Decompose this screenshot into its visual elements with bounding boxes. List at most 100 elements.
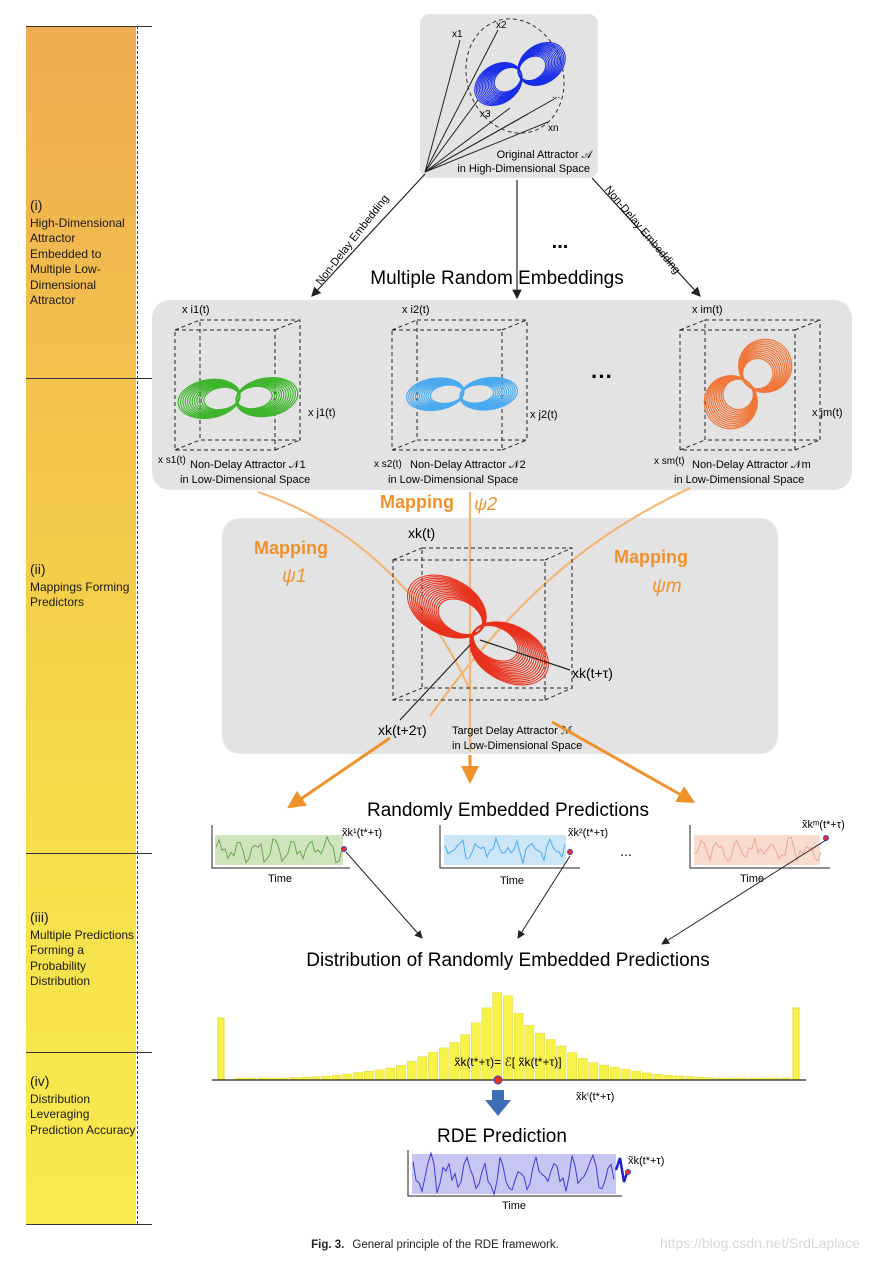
histogram-bar <box>663 1075 674 1081</box>
embedding-middle-dots: ... <box>552 231 569 253</box>
rde-heading: RDE Prediction <box>437 1126 567 1147</box>
attractor-axis-y: x sm(t) <box>654 456 685 467</box>
mapping-m-symbol: ψm <box>652 576 682 597</box>
target-caption-1: Target Delay Attractor ℳ <box>452 725 573 737</box>
original-attractor-panel: x1 x2 x3 ... xn Original Attractor 𝒜 in … <box>420 14 598 178</box>
stage-divider <box>26 1224 152 1225</box>
target-axes <box>399 639 571 721</box>
axis-label-xn: xn <box>548 123 559 134</box>
attractor-caption-2: in Low-Dimensional Space <box>674 474 804 486</box>
distribution-formula: x̃k(t*+τ)= ℰ[ x̃k(t*+τ)] <box>454 1055 561 1069</box>
stage-text: Multiple Predictions Forming a Probabili… <box>30 927 135 989</box>
attractor-caption-2: in Low-Dimensional Space <box>388 474 518 486</box>
prediction-label: x̃k¹(t*+τ) <box>342 827 382 839</box>
attractor-axis-x: x j1(t) <box>308 407 336 419</box>
attractor-loop <box>407 574 487 639</box>
prediction-time-label: Time <box>500 875 524 887</box>
watermark: https://blog.csdn.net/SrdLaplace <box>659 1235 860 1251</box>
attractor-loop <box>703 375 758 430</box>
histogram-bar <box>631 1070 642 1081</box>
target-attractor-trace <box>407 574 549 686</box>
target-caption-2: in Low-Dimensional Space <box>452 740 582 752</box>
prediction-point <box>823 835 829 841</box>
stage-label-i: (i) High-Dimensional Attractor Embedded … <box>30 197 136 309</box>
attractor-axis-z: x im(t) <box>692 304 723 316</box>
mapping-1-word: Mapping <box>254 538 328 558</box>
attractor-caption-2: in Low-Dimensional Space <box>180 474 310 486</box>
histogram-bar <box>642 1072 652 1081</box>
attractor-trace <box>406 376 518 412</box>
attractor-loop <box>517 42 566 86</box>
prediction-point <box>341 846 347 852</box>
histogram-bar <box>385 1067 396 1081</box>
attractor-axis-z: x i1(t) <box>182 304 210 316</box>
histogram-bar <box>470 1022 481 1081</box>
attractors-dots: ··· <box>591 364 613 389</box>
attractor-caption-1: Non-Delay Attractor 𝒩2 <box>410 459 526 471</box>
distribution-x-label: x̃kⁱ(t*+τ) <box>576 1091 614 1103</box>
mapping-2-word: Mapping <box>380 492 454 512</box>
stage-number: (iv) <box>30 1073 50 1089</box>
histogram-bar <box>577 1058 588 1081</box>
prediction-label: x̃kᵐ(t*+τ) <box>802 819 845 831</box>
attractor-axis-y: x s1(t) <box>158 455 186 466</box>
mapping-m-word: Mapping <box>614 547 688 567</box>
original-caption-1: Original Attractor 𝒜 <box>497 149 594 161</box>
prediction-series <box>444 836 566 864</box>
prediction-series <box>215 835 343 864</box>
attractor-loop <box>177 378 241 420</box>
stage-divider <box>26 378 152 379</box>
histogram-bar <box>342 1073 353 1081</box>
attractor-m: x im(t) x jm(t) x sm(t) Non-Delay Attrac… <box>654 304 843 486</box>
distribution-histogram <box>217 992 800 1081</box>
histogram-edge-bar <box>792 1007 800 1081</box>
stage-text: Mappings Forming Predictors <box>30 579 130 610</box>
original-axes <box>424 29 557 173</box>
histogram-bar <box>481 1007 492 1081</box>
stage-dashed-axis <box>137 26 138 1224</box>
rde-prediction-panel: x̃k(t*+τ) Time <box>407 1150 665 1212</box>
prediction-panel-m: x̃kᵐ(t*+τ) Time <box>689 819 845 885</box>
prediction-axes <box>689 825 830 869</box>
stage-number: (iii) <box>30 909 49 925</box>
prediction-panel-1: x̃k¹(t*+τ) Time <box>211 825 382 885</box>
predictions-dots: ... <box>620 843 632 859</box>
mapping-2-symbol: ψ2 <box>474 494 497 514</box>
attractor-caption-1: Non-Delay Attractor 𝒩m <box>692 459 811 471</box>
stage-divider <box>26 1052 152 1053</box>
prediction-time-label: Time <box>268 873 292 885</box>
rde-label: x̃k(t*+τ) <box>628 1155 665 1167</box>
stage-divider <box>26 26 152 27</box>
axis-label-x3: x3 <box>480 109 491 120</box>
attractor-loop <box>474 62 523 106</box>
rde-axes <box>407 1150 622 1197</box>
stage-label-iv: (iv) Distribution Leveraging Prediction … <box>30 1073 136 1138</box>
histogram-bar <box>331 1074 342 1081</box>
stage-sidebar <box>26 26 136 1224</box>
embedding-right-label: Non-Delay Embedding <box>602 184 682 276</box>
histogram-bar <box>353 1072 364 1081</box>
attractor-cube <box>679 319 821 451</box>
mapping-curve-1 <box>257 490 472 691</box>
axis-label-x2: x2 <box>496 20 507 31</box>
prediction-axes <box>211 825 350 869</box>
multiple-embeddings-heading: Multiple Random Embeddings <box>370 268 623 289</box>
axis-label-dots: ... <box>552 90 560 101</box>
histogram-bar <box>599 1064 609 1081</box>
distribution-mean-point <box>493 1075 503 1085</box>
histogram-bar <box>417 1056 428 1081</box>
mapping-curve-m <box>429 487 691 717</box>
figure-caption-text: General principle of the RDE framework. <box>352 1239 559 1251</box>
attractor-axis-x: x j2(t) <box>530 409 558 421</box>
attractor-axis-y: x s2(t) <box>374 459 402 470</box>
embedding-arrows <box>311 173 701 300</box>
attractor-1: x i1(t) x j1(t) x s1(t) Non-Delay Attrac… <box>158 304 336 486</box>
histogram-bar <box>588 1062 599 1081</box>
target-axis-x: xk(t+τ) <box>572 665 613 681</box>
histogram-bar <box>374 1069 385 1081</box>
distribution-heading: Distribution of Randomly Embedded Predic… <box>306 950 709 971</box>
rde-point <box>625 1169 631 1175</box>
rde-forecast-segment <box>614 1157 630 1183</box>
attractor-loop <box>738 338 793 393</box>
